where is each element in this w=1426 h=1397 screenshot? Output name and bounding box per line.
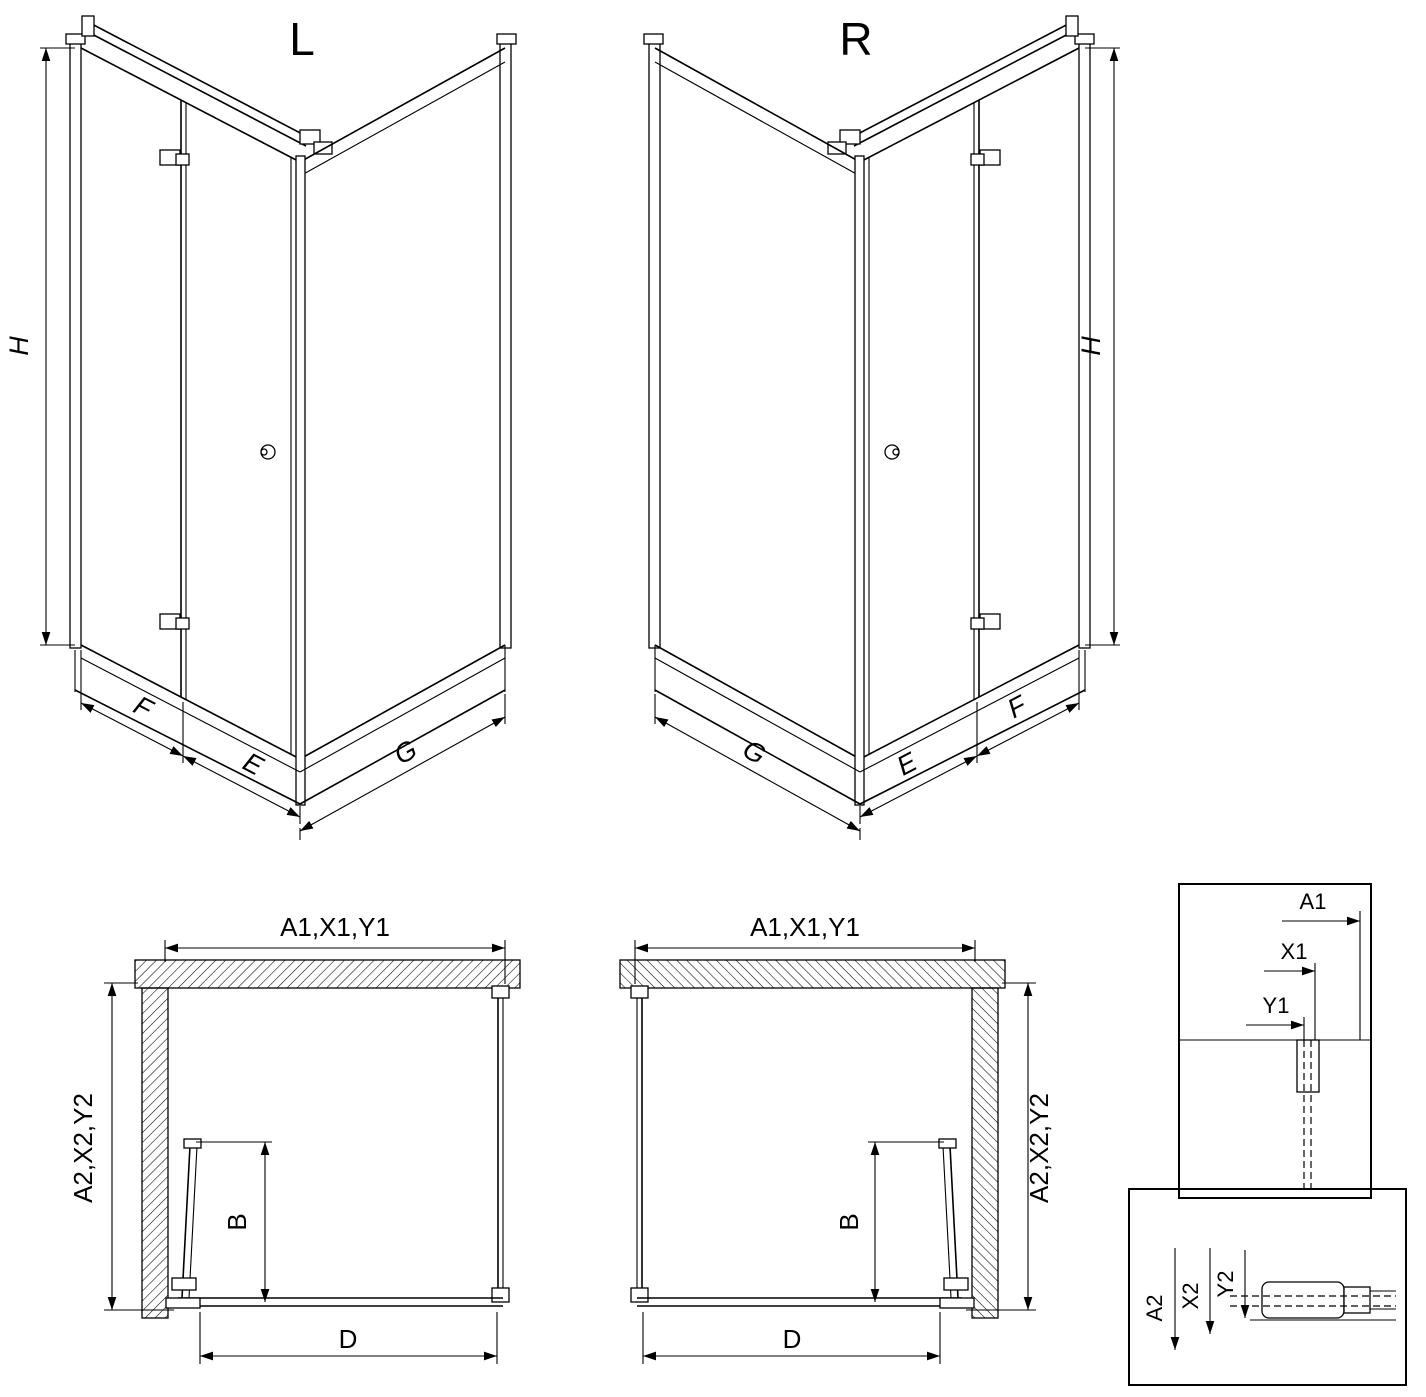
fold-depth-dim-label: B: [834, 1213, 864, 1230]
detail-y1-label: Y1: [1263, 993, 1290, 1018]
width-dim-label: D: [339, 1324, 358, 1354]
detail-x1-label: X1: [1281, 939, 1308, 964]
enclosure-iso-geometry-mirrored: [644, 16, 1120, 840]
detail-view-top-profile: A1 X1 Y1: [1178, 883, 1372, 1199]
detail-a1-label: A1: [1300, 889, 1327, 914]
fold-depth-dim-label: B: [222, 1213, 252, 1230]
detail-x2-label: X2: [1178, 1283, 1203, 1310]
iso-view-left: L H F E G: [4, 13, 517, 840]
enclosure-plan-geometry: [104, 940, 521, 1364]
variant-label: R: [839, 13, 872, 65]
door-width-dim-label: E: [238, 747, 269, 782]
enclosure-plan-geometry-mirrored: [620, 940, 1036, 1364]
variant-label: L: [289, 13, 315, 65]
plan-view-right: A1,X1,Y1 A2,X2,Y2 B D: [600, 912, 1054, 1397]
detail-a2-label: A2: [1142, 1295, 1167, 1322]
detail-view-bottom-profile: A2 X2 Y2: [1128, 1188, 1407, 1386]
top-dim-label: A1,X1,Y1: [750, 912, 860, 942]
enclosure-iso-geometry: [40, 15, 517, 840]
door-width-dim-label: E: [892, 746, 923, 781]
plan-view-left: A1,X1,Y1 A2,X2,Y2 B D: [68, 912, 521, 1364]
height-dim-label: H: [4, 336, 34, 356]
width-dim-label: D: [783, 1324, 802, 1354]
height-dim-label: H: [1076, 336, 1106, 356]
top-dim-label: A1,X1,Y1: [280, 912, 390, 942]
side-dim-label: A2,X2,Y2: [68, 1093, 98, 1203]
detail-y2-label: Y2: [1213, 1271, 1238, 1298]
side-dim-label: A2,X2,Y2: [1024, 1093, 1054, 1203]
iso-view-right: R H F E G: [600, 13, 1160, 850]
